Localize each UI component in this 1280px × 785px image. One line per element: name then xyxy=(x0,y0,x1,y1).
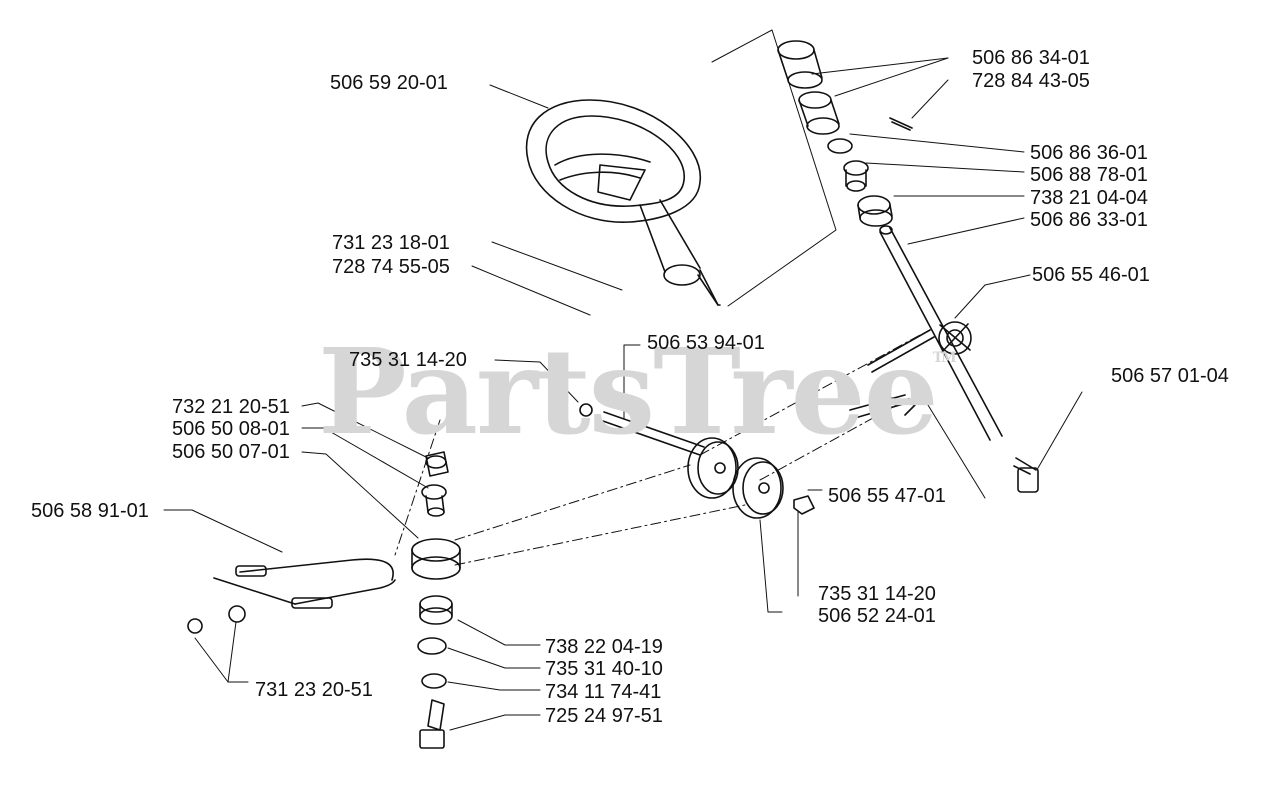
part-label-735-31-14-20-lower[interactable]: 735 31 14-20 xyxy=(818,583,936,605)
part-label-735-31-40-10[interactable]: 735 31 40-10 xyxy=(545,658,663,680)
retaining-ring xyxy=(417,637,447,655)
washer-upper xyxy=(827,138,853,154)
column-bushing-lower xyxy=(798,91,840,135)
part-label-506-50-08-01[interactable]: 506 50 08-01 xyxy=(172,418,290,440)
part-label-506-58-91-01[interactable]: 506 58 91-01 xyxy=(31,500,149,522)
part-label-506-86-33-01[interactable]: 506 86 33-01 xyxy=(1030,209,1148,231)
idler-shaft xyxy=(579,403,705,456)
washer-lower xyxy=(421,673,447,689)
part-label-725-24-97-51[interactable]: 725 24 97-51 xyxy=(545,705,663,727)
tie-rod xyxy=(849,329,935,419)
nut-pulley xyxy=(793,495,815,515)
bearing-upper xyxy=(857,195,893,227)
bearing-lower xyxy=(419,595,453,625)
part-label-506-52-24-01[interactable]: 506 52 24-01 xyxy=(818,605,936,627)
part-label-731-23-20-51[interactable]: 731 23 20-51 xyxy=(255,679,373,701)
lower-pulley xyxy=(411,538,461,580)
steering-cable xyxy=(213,558,396,609)
part-label-506-57-01-04[interactable]: 506 57 01-04 xyxy=(1111,365,1229,387)
belt-path xyxy=(394,334,921,566)
nut-top xyxy=(425,451,449,477)
part-label-506-53-94-01[interactable]: 506 53 94-01 xyxy=(647,332,765,354)
part-label-506-55-47-01[interactable]: 506 55 47-01 xyxy=(828,485,946,507)
flange-bushing xyxy=(843,160,869,192)
part-label-506-59-20-01[interactable]: 506 59 20-01 xyxy=(330,72,448,94)
steering-shaft xyxy=(879,225,1003,441)
part-label-728-84-43-05[interactable]: 728 84 43-05 xyxy=(972,70,1090,92)
nut-cable-2 xyxy=(228,605,246,623)
column-bushing-upper xyxy=(777,40,823,89)
part-label-506-88-78-01[interactable]: 506 88 78-01 xyxy=(1030,164,1148,186)
part-label-738-22-04-19[interactable]: 738 22 04-19 xyxy=(545,636,663,658)
pulley-1 xyxy=(687,437,739,499)
part-label-734-11-74-41[interactable]: 734 11 74-41 xyxy=(545,681,662,703)
part-label-738-21-04-04[interactable]: 738 21 04-04 xyxy=(1030,187,1148,209)
part-label-728-74-55-05[interactable]: 728 74 55-05 xyxy=(332,256,450,278)
part-label-735-31-14-20-upper[interactable]: 735 31 14-20 xyxy=(349,349,467,371)
bolt-right xyxy=(1013,457,1039,493)
pulley-2 xyxy=(732,457,784,519)
nut-cable-1 xyxy=(187,618,203,634)
part-label-506-55-46-01[interactable]: 506 55 46-01 xyxy=(1032,264,1150,286)
set-screw xyxy=(889,117,913,131)
sprocket xyxy=(938,321,972,355)
column-outline xyxy=(711,29,837,307)
steering-wheel xyxy=(525,99,721,306)
part-label-732-21-20-51[interactable]: 732 21 20-51 xyxy=(172,396,290,418)
leader-lines xyxy=(163,57,1083,731)
part-label-506-86-34-01[interactable]: 506 86 34-01 xyxy=(972,47,1090,69)
part-label-506-86-36-01[interactable]: 506 86 36-01 xyxy=(1030,142,1148,164)
part-label-506-50-07-01[interactable]: 506 50 07-01 xyxy=(172,441,290,463)
part-label-731-23-18-01[interactable]: 731 23 18-01 xyxy=(332,232,450,254)
spacer-bushing xyxy=(421,484,447,517)
bolt-lower xyxy=(419,699,445,749)
